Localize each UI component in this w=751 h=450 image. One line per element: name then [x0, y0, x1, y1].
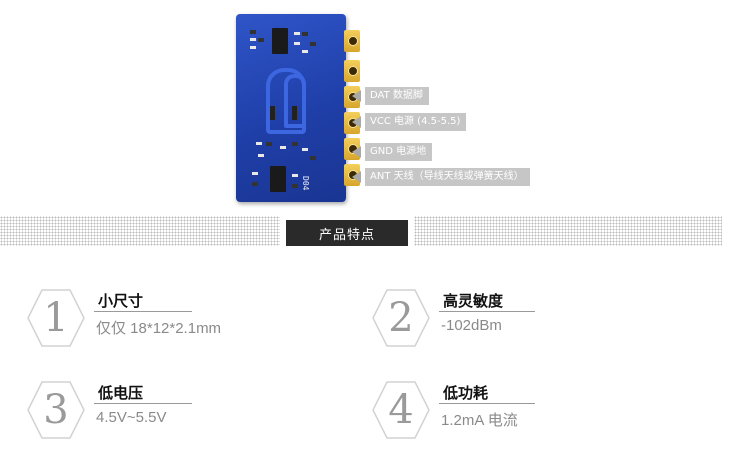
pointer-arrow-icon [352, 171, 361, 183]
dotted-divider-left [0, 216, 280, 246]
pin-label-ant: ANT 天线（导线天线或弹簧天线） [352, 168, 530, 186]
gold-pad [344, 30, 360, 52]
pointer-arrow-icon [352, 90, 361, 102]
top-chip [272, 28, 288, 54]
feature-title: 低功耗 [443, 384, 489, 402]
pin-label-dat: DAT 数据脚 [352, 87, 429, 105]
feature-desc: 仅仅 18*12*2.1mm [96, 320, 222, 337]
pointer-arrow-icon [352, 146, 361, 158]
feature-desc: -102dBm [441, 317, 502, 334]
feature-title: 高灵敏度 [443, 292, 504, 310]
feature-desc: 1.2mA 电流 [441, 412, 518, 429]
antenna-trace-inner [284, 74, 306, 128]
feature-small-size: 1 小尺寸 仅仅 18*12*2.1mm [26, 288, 286, 348]
hexagon-number-badge: 4 [371, 380, 431, 440]
hexagon-number-badge: 3 [26, 380, 86, 440]
bottom-chip [270, 166, 286, 192]
feature-title: 低电压 [98, 384, 144, 402]
feature-desc: 4.5V~5.5V [96, 409, 167, 426]
module-board-image: D04 [236, 14, 360, 204]
feature-underline [94, 403, 192, 404]
feature-title: 小尺寸 [98, 292, 144, 310]
feature-underline [439, 311, 535, 312]
section-title: 产品特点 [286, 220, 408, 246]
feature-high-sensitivity: 2 高灵敏度 -102dBm [371, 288, 631, 348]
pin-label-vcc: VCC 电源 (4.5-5.5) [352, 113, 467, 131]
dotted-divider-right [414, 216, 722, 246]
pointer-arrow-icon [352, 116, 361, 128]
hexagon-number-badge: 1 [26, 288, 86, 348]
feature-low-power: 4 低功耗 1.2mA 电流 [371, 380, 631, 440]
feature-underline [94, 311, 192, 312]
gold-pad [344, 60, 360, 82]
pin-label-gnd: GND 电源地 [352, 143, 433, 161]
board-silkscreen: D04 [301, 176, 310, 191]
feature-underline [439, 403, 535, 404]
pcb-board: D04 [236, 14, 346, 202]
hexagon-number-badge: 2 [371, 288, 431, 348]
feature-low-voltage: 3 低电压 4.5V~5.5V [26, 380, 286, 440]
